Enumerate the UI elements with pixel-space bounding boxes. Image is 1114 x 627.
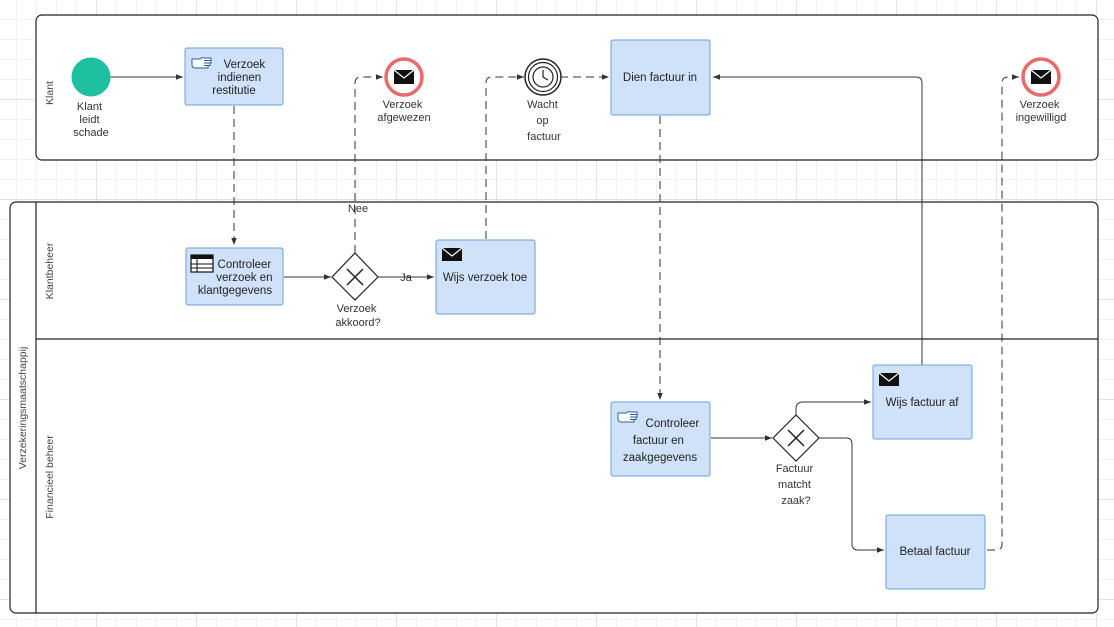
task-betaal-factuur[interactable]: Betaal factuur bbox=[885, 514, 986, 590]
task-controleer-verzoek-label: Controleer verzoek en klantgegevens bbox=[198, 259, 276, 297]
manual-task-icon bbox=[617, 411, 638, 423]
gateway-akkoord-label: Verzoek akkoord? bbox=[335, 303, 380, 329]
msgflow-wijs-af-to-dien-factuur[interactable] bbox=[713, 74, 923, 365]
business-rule-icon bbox=[190, 254, 214, 273]
envelope-icon bbox=[1030, 69, 1052, 84]
lane-financieel-label: Financieel beheer bbox=[44, 435, 56, 519]
gateway-match-label: Factuur matcht zaak? bbox=[776, 463, 816, 507]
timer-event-label: Wacht op factuur bbox=[527, 99, 561, 143]
task-controleer-factuur[interactable]: Controleer factuur en zaakgegevens bbox=[610, 401, 711, 477]
manual-task-icon bbox=[191, 57, 212, 69]
msgflow-nee-to-afgewezen[interactable] bbox=[354, 74, 383, 253]
end-event-ingewilligd-label: Verzoek ingewilligd bbox=[1016, 99, 1067, 124]
flow-gateway-to-wijs-af[interactable] bbox=[795, 399, 871, 415]
gateway-verzoek-akkoord[interactable]: Verzoek akkoord? bbox=[331, 252, 381, 329]
lane-klantbeheer-label: Klantbeheer bbox=[44, 242, 56, 299]
task-dien-factuur-label: Dien factuur in bbox=[623, 72, 697, 84]
clock-icon bbox=[532, 66, 554, 88]
task-wijs-factuur-af[interactable]: Wijs factuur af bbox=[872, 364, 973, 440]
task-wijs-af-label: Wijs factuur af bbox=[886, 397, 960, 409]
flow-label-nee: Nee bbox=[348, 203, 368, 215]
pool-klant[interactable]: Klant bbox=[35, 14, 1099, 161]
task-indienen-label: Verzoek indienen restitutie bbox=[212, 59, 268, 97]
end-event-afgewezen-label: Verzoek afgewezen bbox=[377, 99, 430, 124]
envelope-icon bbox=[878, 372, 900, 386]
task-dien-factuur-in[interactable]: Dien factuur in bbox=[610, 39, 711, 116]
msgflow-wijs-toe-to-wacht[interactable] bbox=[485, 74, 524, 239]
gateway-factuur-matcht-zaak[interactable]: Factuur matcht zaak? bbox=[772, 414, 820, 507]
end-event-verzoek-afgewezen[interactable]: Verzoek afgewezen bbox=[377, 57, 431, 124]
timer-event-wacht-op-factuur[interactable]: Wacht op factuur bbox=[524, 58, 562, 143]
exclusive-x-icon bbox=[346, 268, 364, 286]
task-controleer-factuur-label: Controleer factuur en zaakgegevens bbox=[623, 418, 703, 464]
envelope-icon bbox=[441, 247, 463, 261]
flow-gateway-to-betaal[interactable] bbox=[819, 437, 884, 553]
start-event-klant-leidt-schade[interactable]: Klant leidt schade bbox=[71, 57, 111, 139]
task-wijs-verzoek-toe[interactable]: Wijs verzoek toe bbox=[435, 239, 536, 315]
task-controleer-verzoek[interactable]: Controleer verzoek en klantgegevens bbox=[185, 247, 284, 306]
msgflow-betaal-to-ingewilligd[interactable] bbox=[987, 74, 1019, 551]
task-verzoek-indienen-restitutie[interactable]: Verzoek indienen restitutie bbox=[184, 47, 284, 106]
flow-label-ja: Ja bbox=[400, 272, 413, 284]
pool-klant-label: Klant bbox=[44, 81, 56, 105]
envelope-icon bbox=[393, 69, 415, 84]
task-wijs-toe-label: Wijs verzoek toe bbox=[443, 272, 527, 284]
start-event-label: Klant leidt schade bbox=[73, 101, 108, 139]
task-betaal-label: Betaal factuur bbox=[900, 546, 971, 558]
end-event-verzoek-ingewilligd[interactable]: Verzoek ingewilligd bbox=[1016, 57, 1067, 124]
pool-verzekering-label: Verzekeringsmaatschappij bbox=[17, 347, 29, 470]
exclusive-x-icon bbox=[787, 429, 805, 447]
